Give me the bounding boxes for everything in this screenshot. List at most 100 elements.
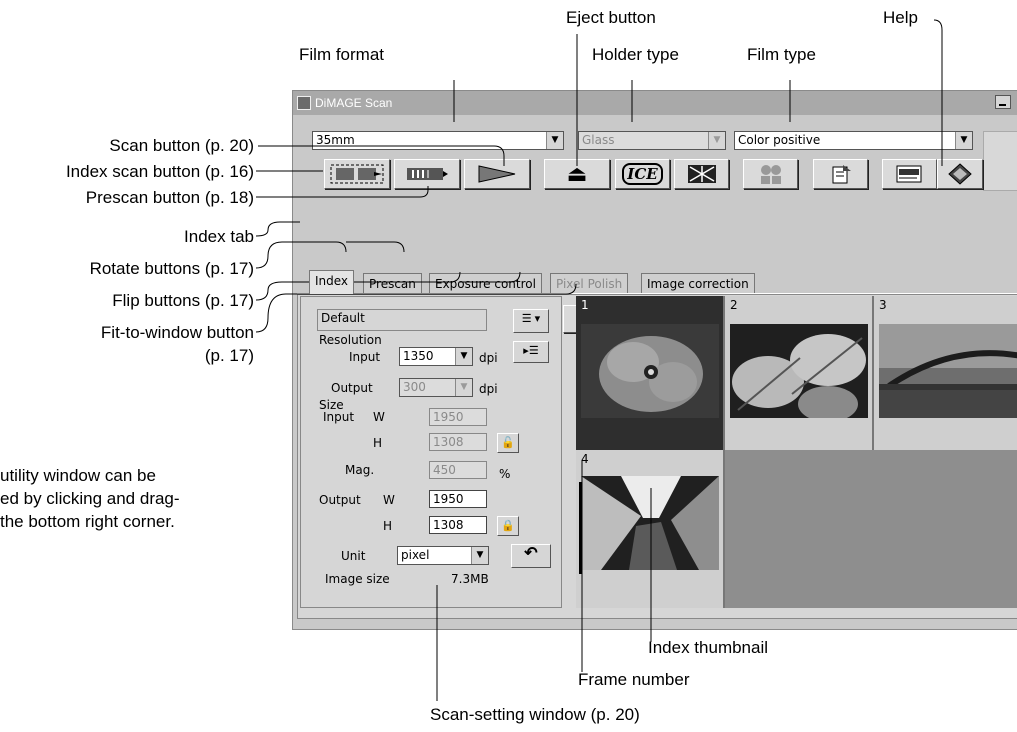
index-scan-button-callout: Index scan button (p. 16) xyxy=(65,162,254,181)
frame-2[interactable]: 2 xyxy=(725,296,874,450)
frame-number-callout: Frame number xyxy=(578,670,690,689)
eject-button-callout: Eject button xyxy=(566,8,656,27)
frame-number: 4 xyxy=(581,452,589,466)
film-type-value: Color positive xyxy=(738,133,821,147)
dpi-unit: dpi xyxy=(479,351,498,365)
film-format-select[interactable]: 35mm ▼ xyxy=(312,131,564,150)
eject-icon: ⏏ xyxy=(566,161,588,187)
window-title: DiMAGE Scan xyxy=(315,96,393,110)
frame-thumbnail xyxy=(879,324,1017,418)
film-type-select[interactable]: Color positive ▼ xyxy=(734,131,973,150)
save-button[interactable] xyxy=(882,159,937,189)
tab-image-correction[interactable]: Image correction xyxy=(641,273,755,293)
ice-button[interactable]: ICE xyxy=(615,159,670,189)
input-width-value: 1950 xyxy=(433,410,464,424)
tab-pixel-polish[interactable]: Pixel Polish xyxy=(550,273,629,293)
scan-setting-window: Default ☰ ▾ ▸☰ Resolution Input 1350 ▼ d… xyxy=(300,296,562,608)
unit-select[interactable]: pixel ▼ xyxy=(397,546,489,565)
frame-edge-marker xyxy=(579,482,582,574)
holder-type-value: Glass xyxy=(582,133,615,147)
app-icon xyxy=(297,96,311,110)
tab-prescan[interactable]: Prescan xyxy=(363,273,422,293)
input-width-field: 1950 xyxy=(429,408,487,426)
index-thumbnail-area: 1 2 3 4 xyxy=(576,296,1017,608)
index-scan-button[interactable] xyxy=(324,159,390,189)
size-output-label: Output xyxy=(319,493,361,507)
output-width-field[interactable]: 1950 xyxy=(429,490,487,508)
grain-dissolver-button[interactable] xyxy=(674,159,729,189)
grain-icon xyxy=(687,165,716,183)
rotate-buttons-callout: Rotate buttons (p. 17) xyxy=(89,259,254,278)
mag-label: Mag. xyxy=(345,463,375,477)
output-resolution-select[interactable]: 300 ▼ xyxy=(399,378,473,397)
load-settings-button[interactable]: ▸☰ xyxy=(513,341,549,363)
image-size-value: 7.3MB xyxy=(451,572,489,586)
load-arrow-icon: ▸☰ xyxy=(523,345,539,357)
film-format-value: 35mm xyxy=(316,133,355,147)
frame-thumbnail xyxy=(730,324,868,418)
input-resolution-select[interactable]: 1350 ▼ xyxy=(399,347,473,366)
image-size-label: Image size xyxy=(325,572,390,586)
holder-type-callout: Holder type xyxy=(592,45,679,64)
input-height-value: 1308 xyxy=(433,435,464,449)
prescan-button[interactable] xyxy=(394,159,460,189)
help-button[interactable] xyxy=(937,159,983,189)
frame-number: 1 xyxy=(581,298,589,312)
output-height-value: 1308 xyxy=(433,518,464,532)
dpi-unit: dpi xyxy=(479,382,498,396)
tab-exposure-control[interactable]: Exposure control xyxy=(429,273,542,293)
preferences-icon xyxy=(832,165,851,184)
chevron-down-icon: ▼ xyxy=(955,132,972,149)
lock-open-icon: 🔓 xyxy=(501,437,515,449)
frame-thumbnail xyxy=(581,476,719,570)
settings-menu-button[interactable]: ☰ ▾ xyxy=(513,309,549,333)
input-aspect-lock-button[interactable]: 🔓 xyxy=(497,433,519,453)
film-type-callout: Film type xyxy=(747,45,816,64)
film-format-callout: Film format xyxy=(299,45,384,64)
frame-1[interactable]: 1 xyxy=(576,296,725,450)
size-input-label: Input xyxy=(323,410,355,424)
size-label: Size xyxy=(319,398,344,412)
percent-unit: % xyxy=(499,467,511,481)
tab-index[interactable]: Index xyxy=(309,270,355,294)
scan-button-callout: Scan button (p. 20) xyxy=(109,136,254,155)
input-w-label: W xyxy=(373,410,385,424)
unit-label: Unit xyxy=(341,549,366,563)
status-area xyxy=(983,131,1017,191)
output-aspect-lock-button[interactable]: 🔒 xyxy=(497,516,519,536)
input-label: Input xyxy=(349,350,381,364)
unit-value: pixel xyxy=(401,548,430,562)
holder-type-select[interactable]: Glass ▼ xyxy=(578,131,726,150)
frame-3[interactable]: 3 xyxy=(874,296,1017,450)
scan-button[interactable] xyxy=(464,159,530,189)
output-w-label: W xyxy=(383,493,395,507)
undo-button[interactable]: ↶ xyxy=(511,544,551,568)
lock-icon: 🔒 xyxy=(501,520,515,532)
input-height-field: 1308 xyxy=(429,433,487,451)
index-scan-icon xyxy=(330,164,384,184)
chevron-down-icon: ▼ xyxy=(471,547,488,564)
preset-field[interactable]: Default xyxy=(317,309,487,331)
color-matching-button[interactable] xyxy=(743,159,798,189)
tab-row-line xyxy=(297,293,1017,294)
frame-4[interactable]: 4 xyxy=(576,450,725,608)
resize-note-line3: the bottom right corner. xyxy=(0,512,175,531)
resize-note-line1: utility window can be xyxy=(0,466,156,485)
output-height-field[interactable]: 1308 xyxy=(429,516,487,534)
output-width-value: 1950 xyxy=(433,492,464,506)
flip-buttons-callout: Flip buttons (p. 17) xyxy=(112,291,254,310)
eject-button[interactable]: ⏏ xyxy=(544,159,610,189)
output-h-label: H xyxy=(383,519,393,533)
preferences-button[interactable] xyxy=(813,159,868,189)
fit-to-window-callout: Fit-to-window button xyxy=(100,323,254,342)
preset-value: Default xyxy=(321,311,365,325)
undo-icon: ↶ xyxy=(524,545,538,562)
output-dpi-value: 300 xyxy=(403,380,426,394)
scan-icon xyxy=(478,165,516,183)
chevron-down-icon: ▼ xyxy=(455,379,472,396)
chevron-down-icon: ▼ xyxy=(708,132,725,149)
chevron-down-icon: ▼ xyxy=(546,132,563,149)
frame-number: 2 xyxy=(730,298,738,312)
save-icon xyxy=(896,165,921,183)
minimize-button[interactable] xyxy=(995,95,1011,109)
